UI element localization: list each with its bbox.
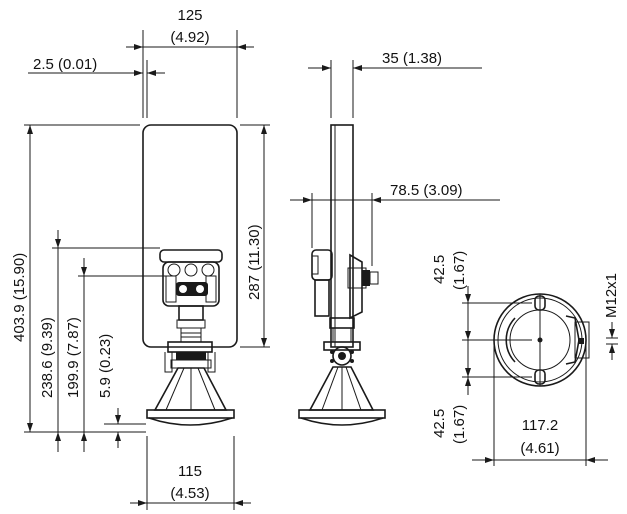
front-flange [146, 409, 235, 419]
dim-height-199: 199.9 (7.87) [65, 317, 82, 398]
bottom-dimensions: 42.5 (1.67) 42.5 (1.67) 117.2 (4.61) M12… [431, 251, 620, 466]
dim-bolt-top-in: (1.67) [451, 251, 468, 290]
side-view [298, 124, 386, 426]
dim-total-width: 125 [177, 7, 202, 24]
side-housing-cap [311, 249, 333, 281]
side-flange [298, 409, 386, 419]
dim-bolt-top: 42.5 [431, 255, 448, 284]
dim-bottom-diameter: 117.2 [522, 417, 558, 434]
dim-bolt-bottom: 42.5 [431, 409, 448, 438]
dim-flange-width: 115 [178, 463, 202, 480]
front-view [142, 124, 238, 426]
dim-wall-offset: 2.5 (0.01) [33, 56, 97, 73]
front-dimensions: 125 (4.92) 2.5 (0.01) 403.9 (15.90) 238.… [11, 7, 270, 510]
dim-top-width: 35 (1.38) [382, 50, 442, 67]
dim-total-width-in: (4.92) [170, 29, 209, 46]
dim-total-height: 403.9 (15.90) [11, 253, 28, 342]
dim-bolt-bottom-in: (1.67) [451, 405, 468, 444]
dim-side-width: 78.5 (3.09) [390, 182, 463, 199]
dim-shield-height: 287 (11.30) [246, 224, 263, 300]
front-housing-cap [159, 249, 223, 263]
side-dimensions: 35 (1.38) 78.5 (3.09) [290, 50, 500, 266]
dim-flange-width-in: (4.53) [170, 485, 209, 502]
front-shield [142, 124, 238, 348]
dim-bottom-diameter-in: (4.61) [520, 440, 559, 457]
dim-thread: M12x1 [603, 273, 620, 318]
dim-height-238: 238.6 (9.39) [39, 317, 56, 398]
dim-height-5: 5.9 (0.23) [97, 334, 114, 398]
